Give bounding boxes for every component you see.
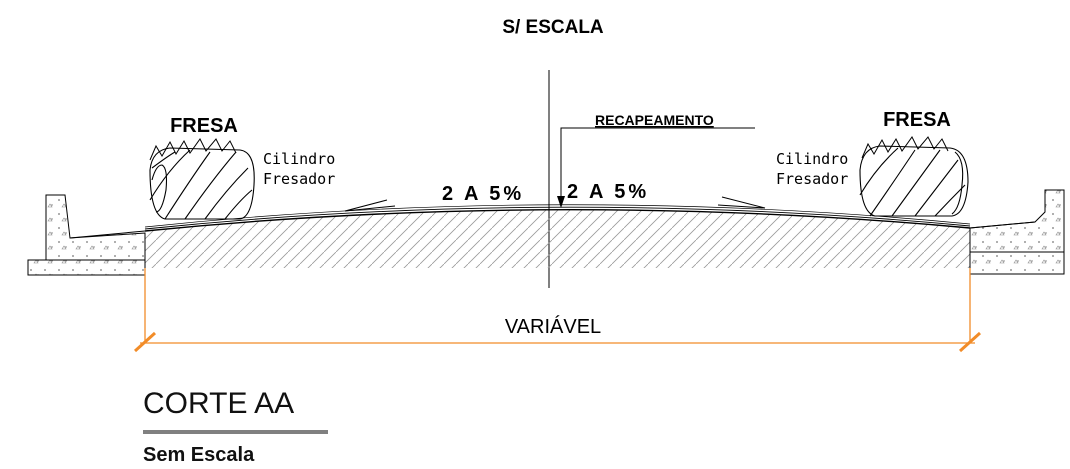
cylinder-label-left-line2: Fresador <box>263 170 335 188</box>
recapeamento-leader <box>560 127 755 205</box>
slope-arrow-right <box>717 196 766 209</box>
pavement-layers <box>144 204 971 232</box>
slope-label-left: 2 A 5% <box>442 183 524 205</box>
milling-drum-left <box>149 138 255 220</box>
width-dimension <box>133 268 982 353</box>
scale-note: S/ ESCALA <box>502 17 604 38</box>
slope-label-right: 2 A 5% <box>567 181 649 203</box>
milling-drum-right <box>859 136 969 217</box>
fresa-label-right: FRESA <box>883 109 951 131</box>
recapeamento-label: RECAPEAMENTO <box>595 112 714 128</box>
right-curb <box>969 189 1065 275</box>
slope-arrow-left <box>344 199 396 212</box>
caption-title: CORTE AA <box>143 387 294 420</box>
cylinder-label-right-line1: Cilindro <box>776 150 848 168</box>
width-label: VARIÁVEL <box>505 315 601 338</box>
left-curb <box>27 194 146 276</box>
cylinder-label-right-line2: Fresador <box>776 170 848 188</box>
fresa-label-left: FRESA <box>170 115 238 137</box>
caption-subtitle: Sem Escala <box>143 444 255 466</box>
recapeamento-arrowhead <box>557 196 565 208</box>
soil-hatch <box>145 209 970 268</box>
cylinder-label-left-line1: Cilindro <box>263 150 335 168</box>
